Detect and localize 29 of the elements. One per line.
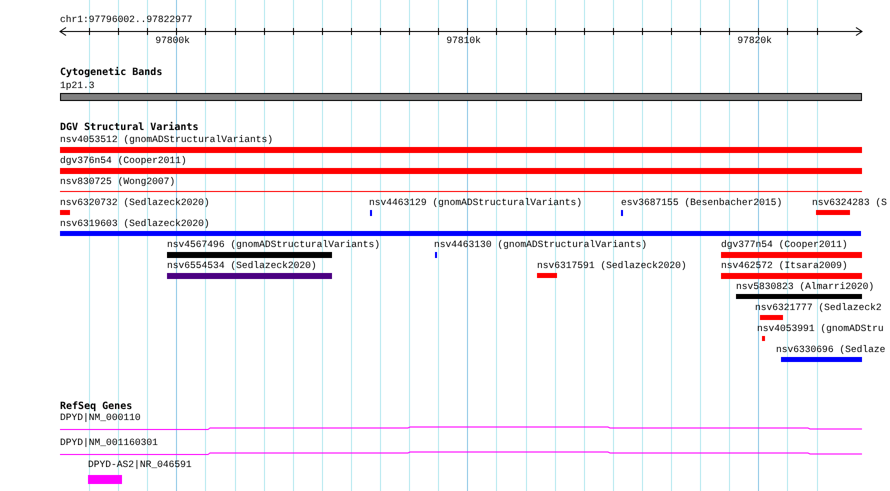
variant-label: nsv6324283 (S [812,197,887,209]
coordinate-label: chr1:97796002..97822977 [60,14,192,26]
track-title: DGV Structural Variants [60,122,198,134]
variant-label: dgv376n54 (Cooper2011) [60,155,187,167]
track-title: RefSeq Genes [60,401,132,413]
variant-label: nsv4053512 (gnomADStructuralVariants) [60,134,274,146]
variant-label: nsv4463129 (gnomADStructuralVariants) [369,197,582,209]
variant-label: nsv6317591 (Sedlazeck2020) [537,260,687,272]
variant-label: esv3687155 (Besenbacher2015) [621,197,782,209]
variant-label: nsv6554534 (Sedlazeck2020) [167,260,317,272]
variant-label: nsv6330696 (Sedlaze [776,344,886,356]
tick-label: 97810k [446,35,481,47]
variant-label: nsv462572 (Itsara2009) [721,260,848,272]
track-title: Cytogenetic Bands [60,67,162,79]
variant-label: nsv6319603 (Sedlazeck2020) [60,218,210,230]
tick-label: 97800k [155,35,190,47]
gene-label: DPYD|NM_000110 [60,412,141,424]
variant-label: nsv4567496 (gnomADStructuralVariants) [167,239,380,251]
gene-label: DPYD-AS2|NR_046591 [88,459,192,471]
variant-label: nsv4463130 (gnomADStructuralVariants) [434,239,648,251]
variant-label: nsv6321777 (Sedlazeck2 [755,302,882,314]
variant-label: nsv4053991 (gnomADStru [757,323,884,335]
variant-label: nsv5830823 (Almarri2020) [736,281,874,293]
band-label: 1p21.3 [60,80,95,92]
variant-label: nsv6320732 (Sedlazeck2020) [60,197,210,209]
tick-label: 97820k [737,35,772,47]
variant-label: dgv377n54 (Cooper2011) [721,239,848,251]
variant-label: nsv830725 (Wong2007) [60,176,176,188]
gene-label: DPYD|NM_001160301 [60,437,158,449]
